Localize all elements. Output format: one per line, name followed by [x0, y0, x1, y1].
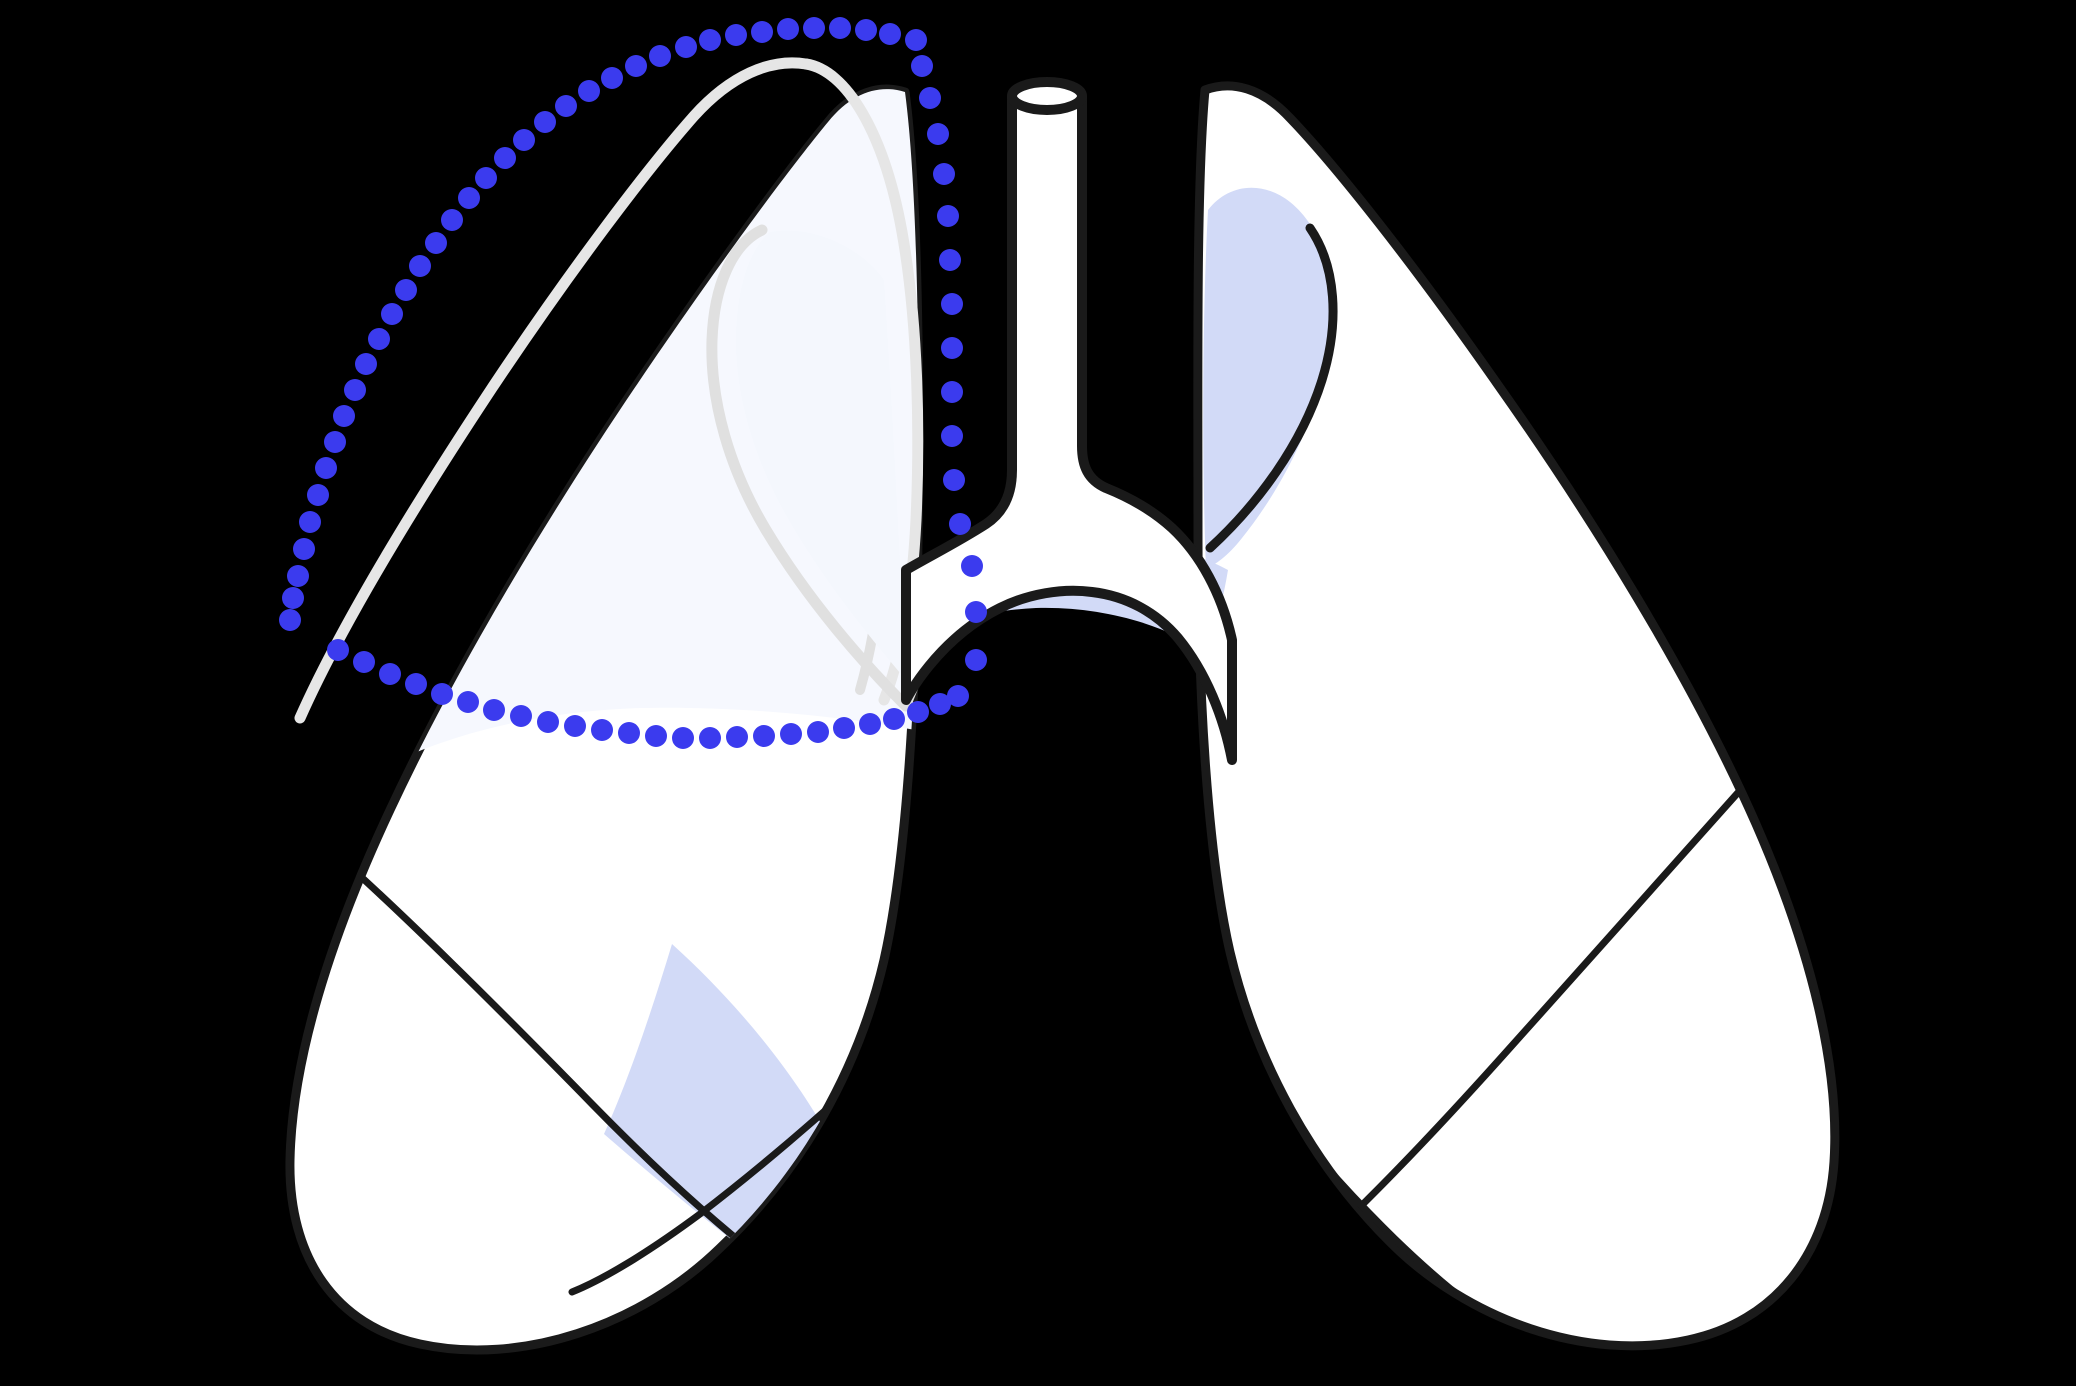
left-lung-hilar-tint	[736, 230, 906, 681]
left-lung-upper-lobe-ghost-outline	[294, 57, 812, 724]
trachea-bronchi-silhouette	[901, 91, 1237, 765]
selection-dotted-outline[interactable]	[279, 17, 987, 749]
trachea-and-bronchi[interactable]	[901, 77, 1237, 765]
right-lung-superior-shade	[1203, 187, 1333, 568]
left-lung-hilar-branch	[706, 224, 912, 712]
right-lung-apical-arc	[1205, 223, 1338, 553]
trachea-opening	[1007, 77, 1087, 115]
